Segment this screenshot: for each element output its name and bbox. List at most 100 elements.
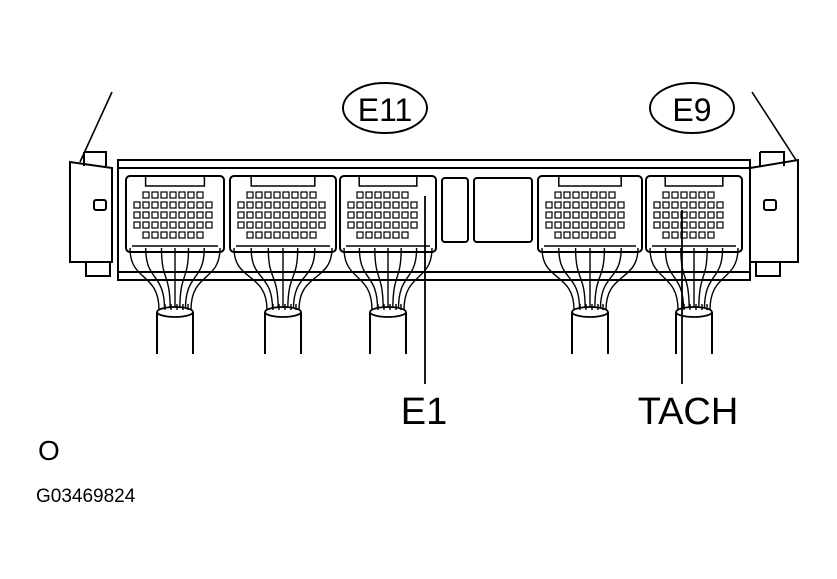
harness-bundle (649, 247, 739, 354)
pin-cell (365, 201, 373, 209)
pin-cell (282, 201, 290, 209)
pin-cell (291, 211, 299, 219)
pin-cell (599, 201, 607, 209)
pin-cell (608, 191, 616, 199)
pin-cell (374, 211, 382, 219)
pin-cell (356, 201, 364, 209)
pin-cell (196, 191, 204, 199)
pin-cell (178, 221, 186, 229)
e11-label: E11 (358, 92, 413, 128)
harness-bundle (233, 247, 333, 354)
pin-cell (255, 201, 263, 209)
pin-cell (196, 211, 204, 219)
pin-cell (401, 221, 409, 229)
pin-cell (401, 231, 409, 239)
pin-cell (178, 191, 186, 199)
pin-cell (545, 221, 553, 229)
pin-cell (707, 191, 715, 199)
pin-cell (680, 201, 688, 209)
pin-cell (347, 221, 355, 229)
pin-cell (716, 201, 724, 209)
pin-cell (246, 221, 254, 229)
pin-cell (662, 191, 670, 199)
right-leader-line (751, 91, 797, 161)
pin-cell (590, 211, 598, 219)
pin-cell (662, 221, 670, 229)
pin-cell (401, 191, 409, 199)
pin-cell (142, 231, 150, 239)
terminal-pins (132, 176, 736, 247)
pin-grid (346, 176, 430, 247)
pin-cell (401, 201, 409, 209)
pin-cell (554, 201, 562, 209)
pin-cell (300, 211, 308, 219)
pin-cell (392, 221, 400, 229)
figure-id: G03469824 (36, 486, 136, 507)
pin-cell (410, 201, 418, 209)
pin-cell (133, 211, 141, 219)
pin-cell (680, 231, 688, 239)
pin-cell (237, 201, 245, 209)
e1-terminal-label: E1 (401, 391, 447, 433)
pin-cell (662, 211, 670, 219)
e9-label: E9 (672, 92, 711, 128)
pin-cell (160, 221, 168, 229)
connector-frames (125, 175, 743, 253)
pin-cell (383, 231, 391, 239)
pin-cell (205, 201, 213, 209)
pin-cell (246, 201, 254, 209)
pin-cell (187, 201, 195, 209)
pin-cell (662, 231, 670, 239)
pin-cell (205, 211, 213, 219)
pin-cell (563, 231, 571, 239)
pin-cell (671, 191, 679, 199)
pin-cell (581, 211, 589, 219)
pin-cell (237, 221, 245, 229)
harness-bundle (541, 247, 639, 354)
pin-cell (133, 221, 141, 229)
pin-cell (671, 211, 679, 219)
pin-cell (545, 201, 553, 209)
pin-cell (151, 231, 159, 239)
pin-cell (205, 221, 213, 229)
pin-cell (410, 211, 418, 219)
pin-cell (365, 221, 373, 229)
pin-cell (178, 211, 186, 219)
pin-cell (374, 221, 382, 229)
connector-4 (537, 175, 643, 253)
pin-cell (264, 191, 272, 199)
pin-cell (365, 191, 373, 199)
pin-cell (662, 201, 670, 209)
pin-cell (255, 191, 263, 199)
pin-cell (318, 201, 326, 209)
pin-cell (689, 221, 697, 229)
pin-cell (653, 221, 661, 229)
pin-cell (572, 221, 580, 229)
pin-cell (300, 191, 308, 199)
pin-cell (392, 191, 400, 199)
pin-cell (187, 211, 195, 219)
pin-cell (196, 231, 204, 239)
pin-cell (590, 231, 598, 239)
pin-cell (563, 211, 571, 219)
pin-cell (282, 191, 290, 199)
pin-cell (590, 191, 598, 199)
pin-cell (599, 211, 607, 219)
pin-cell (554, 191, 562, 199)
pin-cell (698, 211, 706, 219)
pin-cell (151, 211, 159, 219)
pin-cell (151, 191, 159, 199)
pin-cell (356, 191, 364, 199)
pin-cell (698, 231, 706, 239)
pin-cell (608, 231, 616, 239)
pin-cell (187, 221, 195, 229)
pin-grid (652, 176, 736, 247)
pin-cell (309, 221, 317, 229)
pin-cell (716, 211, 724, 219)
pin-cell (169, 211, 177, 219)
pin-cell (698, 201, 706, 209)
pin-cell (653, 211, 661, 219)
connector-1 (125, 175, 225, 253)
pin-cell (142, 221, 150, 229)
